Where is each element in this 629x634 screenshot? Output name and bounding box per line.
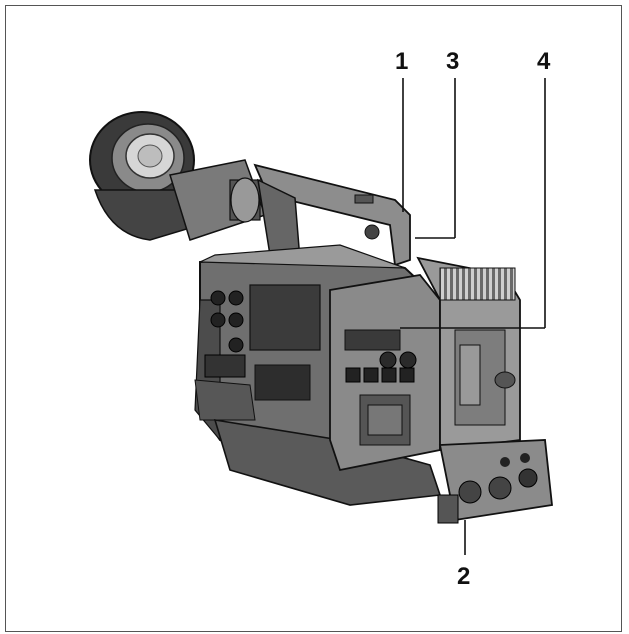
callout-4: 4 (537, 48, 551, 75)
top-handle (253, 163, 411, 267)
viewfinder-barrel (169, 159, 266, 241)
callout-2: 2 (457, 563, 471, 590)
side-panel (329, 274, 441, 472)
rear-connector-panel (437, 439, 553, 524)
left-control-panel (194, 284, 321, 421)
callout-3: 3 (446, 48, 460, 75)
viewfinder-eyecup (89, 111, 195, 241)
callout-1: 1 (395, 48, 409, 75)
battery-mount (416, 256, 521, 452)
leader-lines (400, 78, 546, 555)
